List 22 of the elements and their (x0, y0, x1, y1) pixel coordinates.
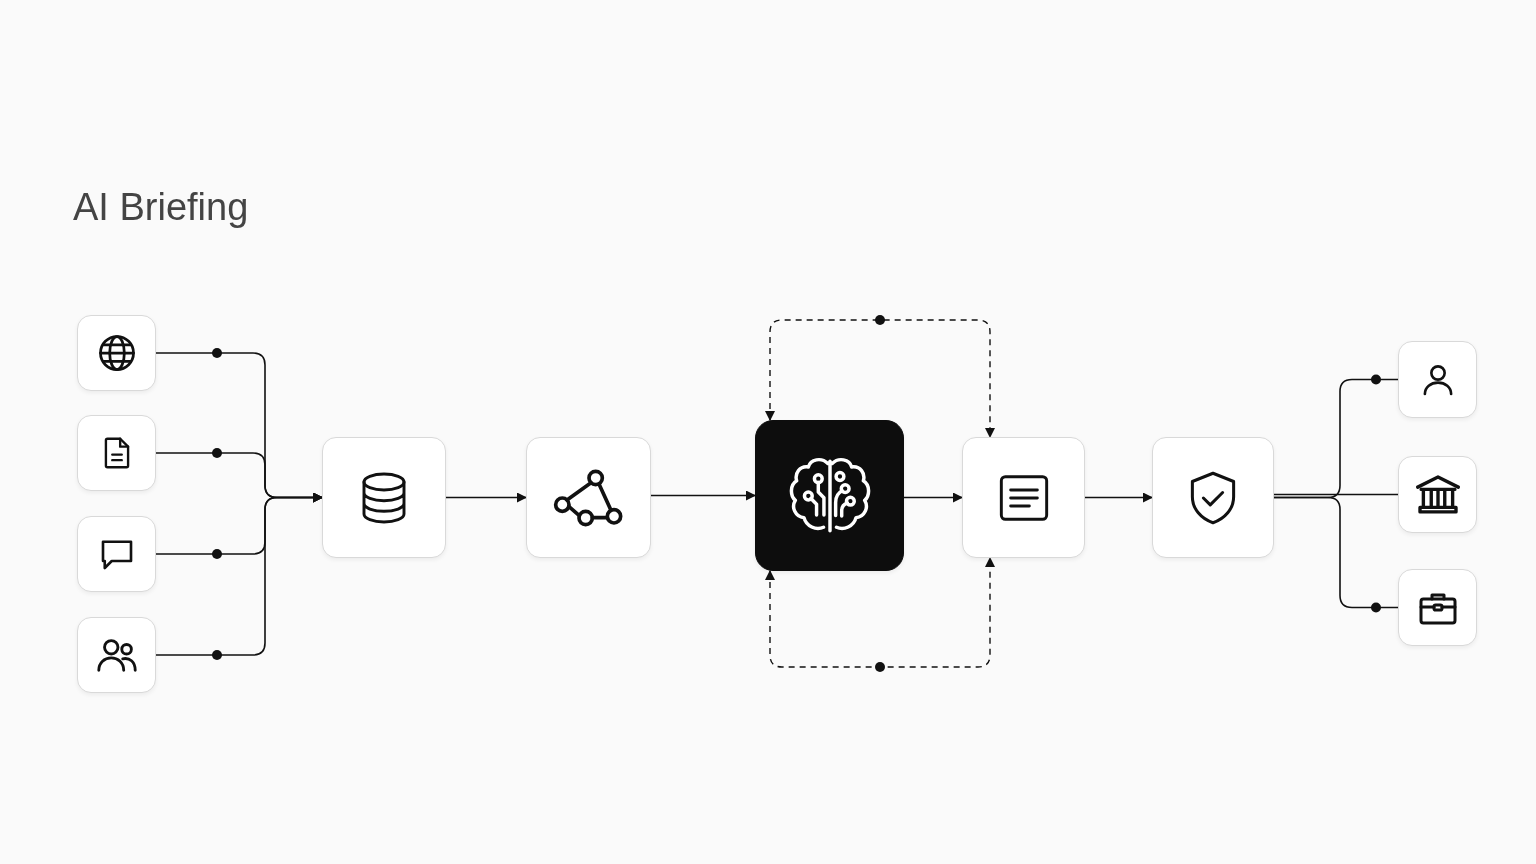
icon-card (526, 437, 651, 558)
icon-card (1398, 456, 1477, 533)
icon-card (1398, 569, 1477, 646)
dashed-loop-arrow (765, 557, 995, 668)
arrow (650, 490, 756, 501)
dashed-loop-arrow (765, 319, 995, 438)
subtitle: AI Briefing (73, 186, 249, 229)
dark-icon-card (755, 420, 904, 571)
connector-line (1273, 496, 1399, 609)
icon-card (77, 415, 156, 491)
arrow (155, 492, 323, 656)
arrow (445, 492, 527, 503)
icon-card (1152, 437, 1274, 558)
icon-card (77, 516, 156, 592)
icon-card (322, 437, 446, 558)
arrow (903, 492, 963, 503)
icon-card (77, 315, 156, 391)
icon-card (962, 437, 1085, 558)
icon-card (1398, 341, 1477, 418)
arrow (1084, 492, 1153, 503)
icon-card (77, 617, 156, 693)
connector-line (1273, 493, 1399, 496)
